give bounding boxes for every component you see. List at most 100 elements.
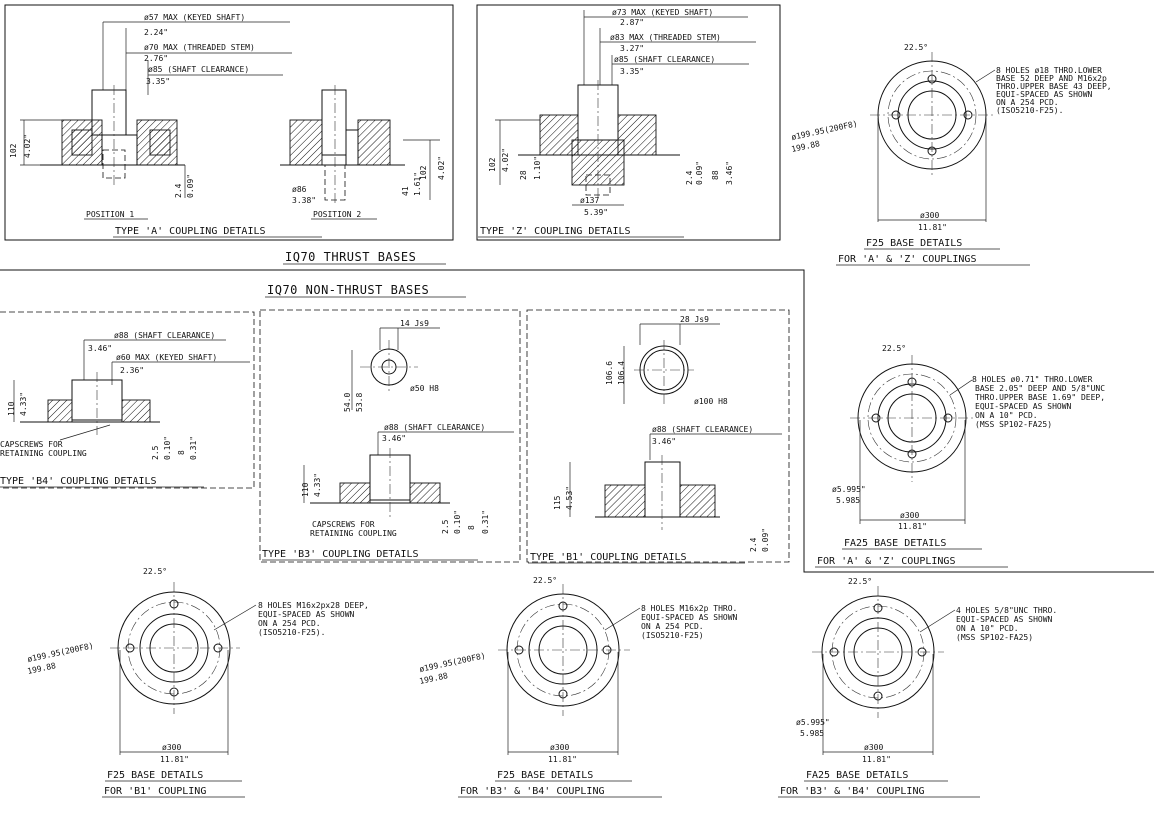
svg-text:8 HOLES ø0.71" THRO.LOWER: 8 HOLES ø0.71" THRO.LOWER	[972, 375, 1093, 384]
svg-text:ø199.95(200F8): ø199.95(200F8)	[419, 651, 487, 674]
f25-az-caption-2: FOR 'A' & 'Z' COUPLINGS	[838, 254, 976, 265]
svg-text:ø137: ø137	[580, 196, 599, 205]
svg-text:ø100 H8: ø100 H8	[694, 397, 728, 406]
svg-text:2.76": 2.76"	[144, 54, 168, 63]
svg-text:EQUI-SPACED AS SHOWN: EQUI-SPACED AS SHOWN	[975, 402, 1072, 411]
fa25-b3b4-caption-1: FA25 BASE DETAILS	[806, 770, 908, 781]
svg-text:11.81": 11.81"	[862, 755, 891, 764]
svg-text:53.8: 53.8	[355, 393, 364, 412]
svg-text:CAPSCREWS FOR: CAPSCREWS FOR	[312, 520, 375, 529]
svg-text:110: 110	[301, 482, 310, 497]
svg-text:102: 102	[488, 157, 497, 172]
f25-b3b4-caption-1: F25 BASE DETAILS	[497, 770, 593, 781]
svg-text:ON A 254 PCD.: ON A 254 PCD.	[258, 619, 321, 628]
svg-text:ø50 H8: ø50 H8	[410, 384, 439, 393]
svg-text:2.4: 2.4	[685, 170, 694, 185]
type-a-frame	[4, 4, 454, 241]
svg-text:BASE 2.05" DEEP AND 5/8"UNC: BASE 2.05" DEEP AND 5/8"UNC	[975, 384, 1105, 393]
svg-text:102: 102	[9, 143, 18, 158]
svg-text:ø300: ø300	[900, 511, 919, 520]
svg-text:0.09": 0.09"	[761, 528, 770, 552]
type-z-frame	[476, 4, 781, 241]
type-a-caption: TYPE 'A' COUPLING DETAILS	[115, 226, 266, 237]
svg-text:ON A 254 PCD.: ON A 254 PCD.	[641, 622, 704, 631]
type-b1-frame	[526, 309, 790, 563]
svg-text:0.09": 0.09"	[186, 174, 195, 198]
svg-text:5.985: 5.985	[800, 729, 824, 738]
fa25-b3b4-caption-2: FOR 'B3' & 'B4' COUPLING	[780, 786, 925, 797]
svg-text:THRO.UPPER BASE 43 DEEP,: THRO.UPPER BASE 43 DEEP,	[996, 82, 1112, 91]
svg-text:CAPSCREWS FOR: CAPSCREWS FOR	[0, 440, 63, 449]
svg-text:ø300: ø300	[550, 743, 569, 752]
svg-text:ø88 (SHAFT CLEARANCE): ø88 (SHAFT CLEARANCE)	[652, 425, 753, 434]
svg-text:4.33": 4.33"	[19, 392, 28, 416]
type-b1-caption: TYPE 'B1' COUPLING DETAILS	[530, 552, 687, 563]
svg-text:0.31": 0.31"	[189, 436, 198, 460]
svg-text:5.39": 5.39"	[584, 208, 608, 217]
svg-text:4.02": 4.02"	[23, 134, 32, 158]
fa25-base-az: 22.5° 8 HOLES ø0.71" THRO.LOWER BASE 2.0…	[815, 344, 1105, 568]
f25-b1-caption-1: F25 BASE DETAILS	[107, 770, 203, 781]
svg-text:THRO.UPPER BASE 1.69" DEEP,: THRO.UPPER BASE 1.69" DEEP,	[975, 393, 1105, 402]
svg-text:ø60 MAX (KEYED SHAFT): ø60 MAX (KEYED SHAFT)	[116, 353, 217, 362]
svg-text:EQUI-SPACED AS SHOWN: EQUI-SPACED AS SHOWN	[956, 615, 1053, 624]
svg-text:2.87": 2.87"	[620, 18, 644, 27]
svg-text:ø88 (SHAFT CLEARANCE): ø88 (SHAFT CLEARANCE)	[114, 331, 215, 340]
svg-text:3.35": 3.35"	[620, 67, 644, 76]
svg-text:3.46": 3.46"	[382, 434, 406, 443]
type-z-caption: TYPE 'Z' COUPLING DETAILS	[480, 226, 631, 237]
svg-text:3.38": 3.38"	[292, 196, 316, 205]
svg-text:11.81": 11.81"	[898, 522, 927, 531]
svg-text:2.5: 2.5	[151, 445, 160, 460]
type-b4-caption: TYPE 'B4' COUPLING DETAILS	[0, 476, 157, 487]
position-2-label: POSITION 2	[313, 210, 361, 219]
svg-text:ø88 (SHAFT CLEARANCE): ø88 (SHAFT CLEARANCE)	[384, 423, 485, 432]
svg-text:ø85 (SHAFT CLEARANCE): ø85 (SHAFT CLEARANCE)	[614, 55, 715, 64]
svg-text:110: 110	[7, 401, 16, 416]
f25-b1-caption-2: FOR 'B1' COUPLING	[104, 786, 206, 797]
svg-text:RETAINING COUPLING: RETAINING COUPLING	[0, 449, 87, 458]
svg-text:(ISO5210-F25).: (ISO5210-F25).	[258, 628, 325, 637]
type-b3-coupling-detail: 14 Js9 54.0 53.8 ø50 H8 ø88 (SHAFT CLEAR…	[262, 319, 514, 561]
fa25-az-caption-2: FOR 'A' & 'Z' COUPLINGS	[817, 556, 955, 567]
svg-text:ø300: ø300	[162, 743, 181, 752]
nonthrust-frame	[0, 269, 1154, 573]
type-b1-coupling-detail: 28 Js9 106.6 106.4 ø100 H8 ø88 (SHAFT CL…	[528, 315, 782, 564]
svg-text:4.33": 4.33"	[313, 473, 322, 497]
svg-text:22.5°: 22.5°	[533, 576, 557, 585]
fa25-base-b3b4: 22.5° 4 HOLES 5/8"UNC THRO. EQUI-SPACED …	[778, 577, 1057, 798]
svg-text:RETAINING COUPLING: RETAINING COUPLING	[310, 529, 397, 538]
svg-text:1.61": 1.61"	[413, 172, 422, 196]
svg-text:ON A 10" PCD.: ON A 10" PCD.	[975, 411, 1038, 420]
f25-base-b3b4: 22.5° 8 HOLES M16x2p THRO. EQUI-SPACED A…	[419, 576, 738, 798]
svg-text:22.5°: 22.5°	[143, 567, 167, 576]
thrust-bases-title: IQ70 THRUST BASES	[285, 250, 416, 264]
type-z-coupling-detail: ø73 MAX (KEYED SHAFT) 2.87" ø83 MAX (THR…	[478, 8, 756, 238]
svg-text:8 HOLES M16x2px28 DEEP,: 8 HOLES M16x2px28 DEEP,	[258, 601, 369, 610]
svg-text:ø70 MAX (THREADED STEM): ø70 MAX (THREADED STEM)	[144, 43, 255, 52]
type-a-coupling-detail: ø57 MAX (KEYED SHAFT) 2.24" ø70 MAX (THR…	[9, 13, 446, 238]
svg-text:2.36": 2.36"	[120, 366, 144, 375]
type-b4-coupling-detail: ø88 (SHAFT CLEARANCE) 3.46" ø60 MAX (KEY…	[0, 331, 250, 488]
svg-text:11.81": 11.81"	[918, 223, 947, 232]
svg-text:4.02": 4.02"	[437, 156, 446, 180]
svg-text:0.09": 0.09"	[695, 161, 704, 185]
svg-text:ø85 (SHAFT CLEARANCE): ø85 (SHAFT CLEARANCE)	[148, 65, 249, 74]
svg-text:102: 102	[419, 165, 428, 180]
svg-text:4.53": 4.53"	[565, 486, 574, 510]
svg-text:8 HOLES ø18 THRO.LOWER: 8 HOLES ø18 THRO.LOWER	[996, 66, 1102, 75]
svg-text:ø73 MAX (KEYED SHAFT): ø73 MAX (KEYED SHAFT)	[612, 8, 713, 17]
svg-text:22.5°: 22.5°	[882, 344, 906, 353]
svg-text:3.35": 3.35"	[146, 77, 170, 86]
svg-text:0.10": 0.10"	[163, 436, 172, 460]
svg-text:11.81": 11.81"	[160, 755, 189, 764]
svg-text:ø86: ø86	[292, 185, 307, 194]
fa25-az-caption-1: FA25 BASE DETAILS	[844, 538, 946, 549]
f25-az-caption-1: F25 BASE DETAILS	[866, 238, 962, 249]
svg-text:11.81": 11.81"	[548, 755, 577, 764]
svg-text:3.27": 3.27"	[620, 44, 644, 53]
svg-text:(ISO5210-F25).: (ISO5210-F25).	[996, 106, 1063, 115]
svg-text:2.4: 2.4	[174, 183, 183, 198]
svg-text:4.02": 4.02"	[501, 148, 510, 172]
